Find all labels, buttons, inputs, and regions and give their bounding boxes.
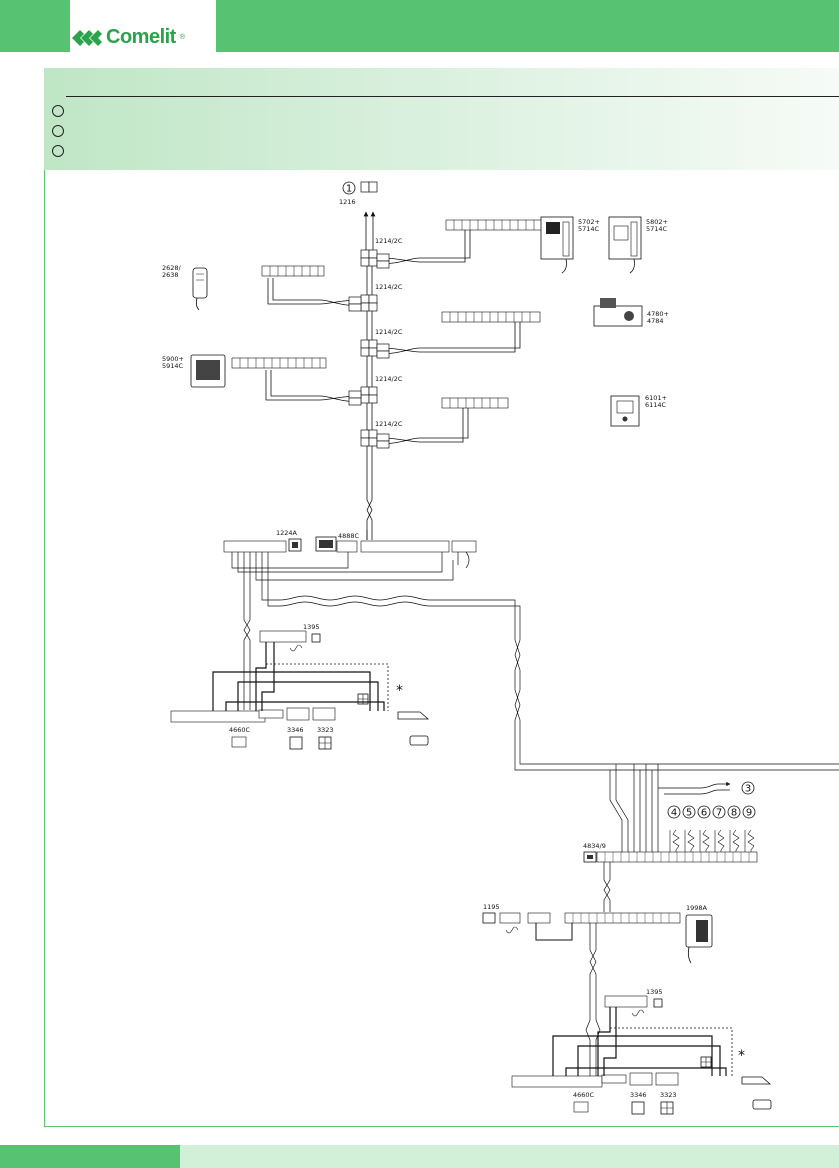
asterisk-a: * <box>396 683 403 699</box>
right-section: 3 4 5 6 7 8 9 4834/9 1195 <box>482 764 758 1076</box>
label-3346-b: 3346 <box>630 1091 647 1099</box>
diagram-frame <box>44 170 839 1127</box>
header-rule <box>66 96 839 97</box>
brand-registered: ® <box>179 34 186 41</box>
marker-6-label: 6 <box>701 808 707 819</box>
bottom-bar <box>0 1145 839 1168</box>
monitor-5802: 5802+ 5714C <box>608 216 668 274</box>
label-distributor-4: 1214/2C <box>375 375 403 383</box>
label-3323-b: 3323 <box>660 1091 677 1099</box>
bottom-bar-accent <box>0 1145 180 1168</box>
legend-marker-1 <box>52 105 64 117</box>
monitor-5900: 5900+ 5914C <box>162 354 226 388</box>
label-5714c-b: 5714C <box>646 225 668 233</box>
brand-name: Comelit <box>106 26 176 48</box>
header-band <box>44 68 839 170</box>
terminal-strips <box>231 219 547 409</box>
markers-4-to-9: 4 5 6 7 8 9 <box>667 805 756 819</box>
distributor-labels: 1216 1214/2C 1214/2C 1214/2C 1214/2C 121… <box>339 198 403 428</box>
label-4780: 4780+ <box>647 310 669 318</box>
comelit-mark-icon <box>72 29 102 46</box>
marker-9-label: 9 <box>746 808 752 819</box>
label-4660c-a: 4660C <box>229 726 251 734</box>
label-distributor-1: 1214/2C <box>375 237 403 245</box>
label-3346-a: 3346 <box>287 726 304 734</box>
label-distributor-3: 1214/2C <box>375 328 403 336</box>
label-5702: 5702+ <box>578 218 600 226</box>
label-3323-a: 3323 <box>317 726 334 734</box>
monitor-6101: 6101+ 6114C <box>610 394 667 427</box>
distributor-blocks: 1 <box>342 181 390 449</box>
comelit-logo: Comelit® <box>72 26 185 49</box>
terminal-dividers <box>239 220 535 408</box>
label-distributor-2: 1214/2C <box>375 283 403 291</box>
entrance-panel-1: 1395 4660C 3346 3323 * <box>170 623 430 750</box>
label-distributor-5: 1214/2C <box>375 420 403 428</box>
label-4888c: 4888C <box>338 532 360 540</box>
legend-marker-3 <box>52 145 64 157</box>
handset-2628: 2628/ 2638 <box>162 264 208 311</box>
label-1395-b: 1395 <box>646 988 663 996</box>
marker-3-label: 3 <box>745 784 751 795</box>
logo-tab <box>70 0 216 52</box>
label-2628: 2628/ <box>162 264 182 272</box>
label-1395-a: 1395 <box>303 623 320 631</box>
station-4780: 4780+ 4784 <box>593 298 669 327</box>
label-4834: 4834/9 <box>583 842 606 850</box>
asterisk-b: * <box>738 1048 745 1064</box>
power-section: 1224A 4888C <box>223 529 839 771</box>
label-5802: 5802+ <box>646 218 668 226</box>
label-5900: 5900+ <box>162 355 184 363</box>
marker-5-label: 5 <box>686 808 692 819</box>
legend-marker-2 <box>52 125 64 137</box>
label-2638: 2638 <box>162 271 179 279</box>
label-1216: 1216 <box>339 198 356 206</box>
marker-1-label: 1 <box>346 184 352 195</box>
label-6101: 6101+ <box>645 394 667 402</box>
label-4660c-b: 4660C <box>573 1091 595 1099</box>
label-4784: 4784 <box>647 317 664 325</box>
label-5914c: 5914C <box>162 362 184 370</box>
marker-4-label: 4 <box>671 808 677 819</box>
label-1224a: 1224A <box>276 529 298 537</box>
label-6114c: 6114C <box>645 401 667 409</box>
label-1195: 1195 <box>483 903 500 911</box>
monitor-5702: 5702+ 5714C <box>540 216 600 274</box>
marker-8-label: 8 <box>731 808 737 819</box>
marker-7-label: 7 <box>716 808 722 819</box>
label-1998a: 1998A <box>686 904 708 912</box>
label-5714c-a: 5714C <box>578 225 600 233</box>
entrance-panel-2: 1395 4660C 3346 3323 * <box>511 988 772 1115</box>
